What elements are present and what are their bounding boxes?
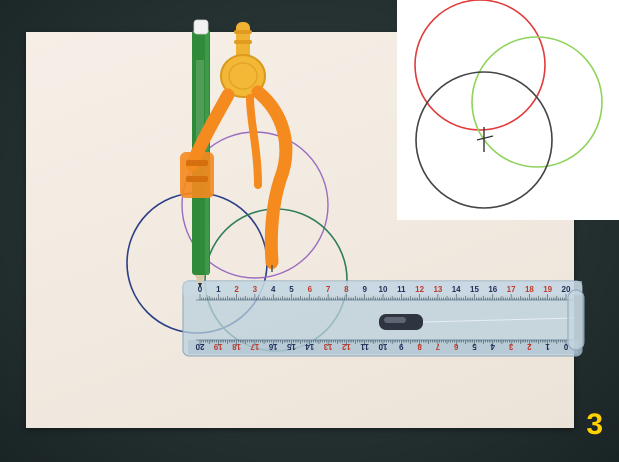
ruler-top-number: 17 <box>507 285 516 294</box>
orange-compass <box>180 22 293 272</box>
step-number-label: 3 <box>586 408 603 441</box>
ruler-top-number: 18 <box>525 285 534 294</box>
ruler-top-number: 5 <box>289 285 294 294</box>
ruler-ticks <box>199 294 567 346</box>
ruler-bottom-number: 6 <box>453 342 458 351</box>
ruler-top-number: 1 <box>216 285 221 294</box>
ruler-bottom-number: 7 <box>435 342 440 351</box>
inset-green-circle <box>471 36 603 168</box>
ruler-top-number: 2 <box>234 285 239 294</box>
ruler-bottom-number: 20 <box>195 342 204 351</box>
ruler-top-number: 16 <box>488 285 497 294</box>
ruler-top-number: 12 <box>415 285 424 294</box>
ruler-top-number: 19 <box>543 285 552 294</box>
ruler-bottom-number: 5 <box>472 342 477 351</box>
ruler-bottom-number: 14 <box>305 342 314 351</box>
ruler-top-number: 4 <box>271 285 276 294</box>
inset-red-circle <box>414 0 546 131</box>
ruler-top-number: 14 <box>452 285 461 294</box>
ruler-bottom-number: 3 <box>508 342 513 351</box>
ruler-top-number: 6 <box>308 285 313 294</box>
ruler-top-number: 0 <box>198 285 203 294</box>
ruler-bottom-number: 8 <box>417 342 422 351</box>
inset-black-circle <box>415 71 553 209</box>
ruler-bottom-number: 12 <box>341 342 350 351</box>
ruler-bottom-number: 11 <box>360 342 369 351</box>
inset-svg <box>414 0 603 209</box>
ruler-bottom-number: 17 <box>250 342 259 351</box>
ruler-top-number: 7 <box>326 285 331 294</box>
ruler-top-number: 8 <box>344 285 349 294</box>
ruler-bottom-number: 15 <box>287 342 296 351</box>
inset-cross-mark-horizontal <box>476 135 494 141</box>
ruler-bottom-number: 9 <box>399 342 404 351</box>
ruler-bottom-number: 13 <box>323 342 332 351</box>
ruler-top-number: 11 <box>397 285 406 294</box>
ruler-top-number: 15 <box>470 285 479 294</box>
ruler-top-number: 13 <box>433 285 442 294</box>
ruler-top-number: 10 <box>379 285 388 294</box>
ruler-bottom-number: 0 <box>563 342 568 351</box>
ruler-top-number: 20 <box>562 285 571 294</box>
ruler-bottom-number: 16 <box>268 342 277 351</box>
ruler-bottom-number: 4 <box>490 342 495 351</box>
ruler-bottom-number: 18 <box>232 342 241 351</box>
ruler-top-number: 9 <box>362 285 367 294</box>
ruler-bottom-number: 19 <box>213 342 222 351</box>
ruler-top-number: 3 <box>253 285 258 294</box>
ruler-bottom-number: 1 <box>545 342 550 351</box>
ruler-bottom-number: 2 <box>527 342 532 351</box>
inset-diagram <box>397 0 619 220</box>
ruler-bottom-number: 10 <box>378 342 387 351</box>
